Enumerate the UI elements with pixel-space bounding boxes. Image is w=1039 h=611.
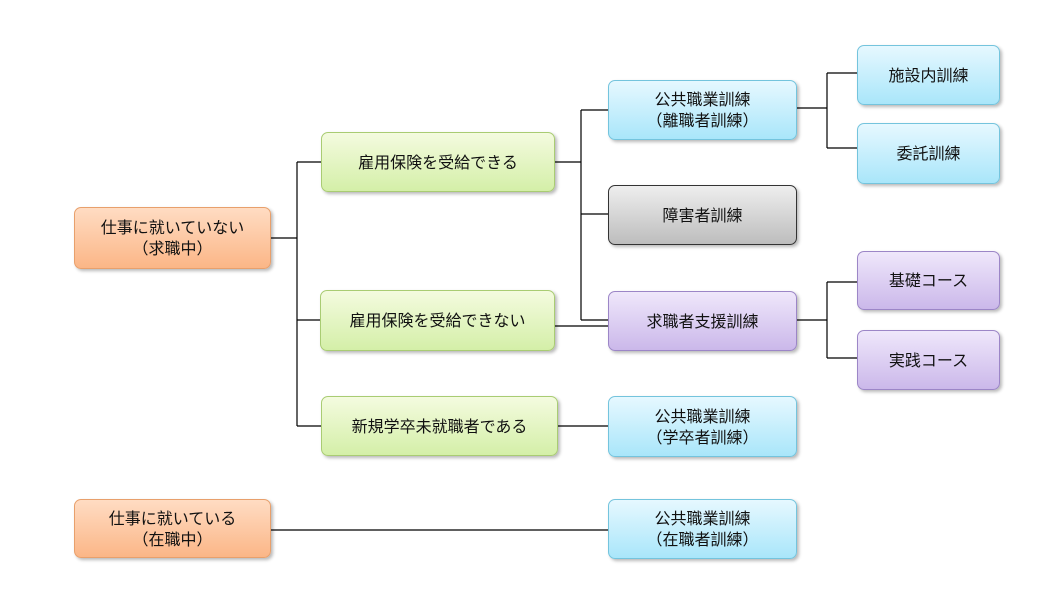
node-disabled-training-label: 障害者訓練	[662, 205, 743, 225]
node-new-graduate-label: 新規学卒未就職者である	[351, 416, 528, 436]
node-new-graduate: 新規学卒未就職者である	[321, 396, 558, 456]
node-unemployed-line1: 仕事に就いていない	[100, 218, 245, 237]
node-insurance-yes: 雇用保険を受給できる	[321, 132, 555, 192]
node-public-training-graduate-line1: 公共職業訓練	[654, 406, 751, 426]
node-facility-training-label: 施設内訓練	[888, 65, 969, 85]
node-employed: 仕事に就いている （在職中）	[74, 499, 271, 558]
node-unemployed-line2: （求職中）	[132, 239, 213, 258]
node-practical-course: 実践コース	[857, 330, 1000, 390]
node-disabled-training: 障害者訓練	[608, 185, 797, 245]
node-public-training-leaver: 公共職業訓練 （離職者訓練）	[608, 80, 797, 140]
node-employed-line1: 仕事に就いている	[108, 508, 237, 528]
node-unemployed: 仕事に就いていない （求職中）	[74, 207, 271, 269]
node-insurance-no-label: 雇用保険を受給できない	[349, 311, 526, 330]
node-public-training-graduate: 公共職業訓練 （学卒者訓練）	[608, 396, 797, 457]
node-public-training-employed-line2: （在職者訓練）	[646, 530, 759, 549]
node-insurance-no: 雇用保険を受給できない	[320, 290, 555, 351]
node-employed-line2: （在職中）	[132, 529, 213, 549]
node-outsourced-training: 委託訓練	[857, 123, 1000, 184]
node-public-training-employed-line1: 公共職業訓練	[654, 509, 751, 528]
node-job-seeker-support-label: 求職者支援訓練	[646, 311, 759, 331]
node-facility-training: 施設内訓練	[857, 45, 1000, 105]
node-practical-course-label: 実践コース	[888, 350, 969, 370]
node-basic-course-label: 基礎コース	[888, 271, 969, 290]
node-public-training-graduate-line2: （学卒者訓練）	[646, 427, 759, 447]
node-public-training-employed: 公共職業訓練 （在職者訓練）	[608, 499, 797, 559]
node-outsourced-training-label: 委託訓練	[896, 144, 961, 163]
node-basic-course: 基礎コース	[857, 251, 1000, 310]
node-job-seeker-support: 求職者支援訓練	[608, 291, 797, 351]
node-public-training-leaver-line2: （離職者訓練）	[646, 111, 759, 130]
node-public-training-leaver-line1: 公共職業訓練	[654, 90, 751, 109]
node-insurance-yes-label: 雇用保険を受給できる	[358, 152, 518, 172]
